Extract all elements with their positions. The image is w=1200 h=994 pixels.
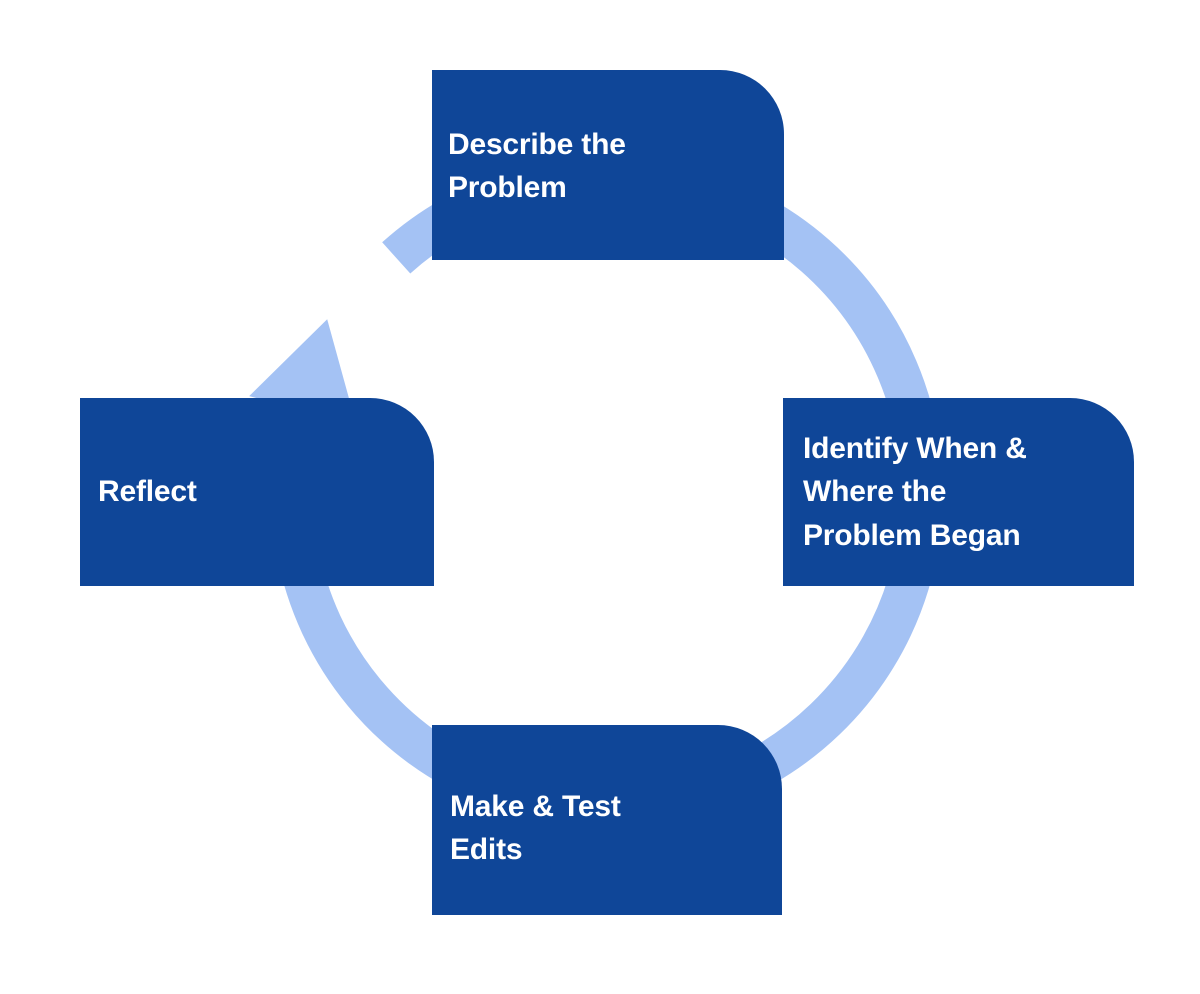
- cycle-node-make-and-test-edits[interactable]: Make & Test Edits: [432, 725, 782, 915]
- cycle-node-label: Identify When & Where the Problem Began: [803, 431, 1027, 552]
- cycle-node-label: Describe the Problem: [448, 127, 626, 205]
- cycle-node-label: Reflect: [98, 475, 197, 509]
- cycle-node-describe-the-problem[interactable]: Describe the Problem: [432, 70, 784, 260]
- cycle-node-reflect[interactable]: Reflect: [80, 398, 434, 586]
- cycle-node-label: Make & Test Edits: [450, 789, 621, 867]
- cycle-node-identify-when-and-where[interactable]: Identify When & Where the Problem Began: [783, 398, 1134, 586]
